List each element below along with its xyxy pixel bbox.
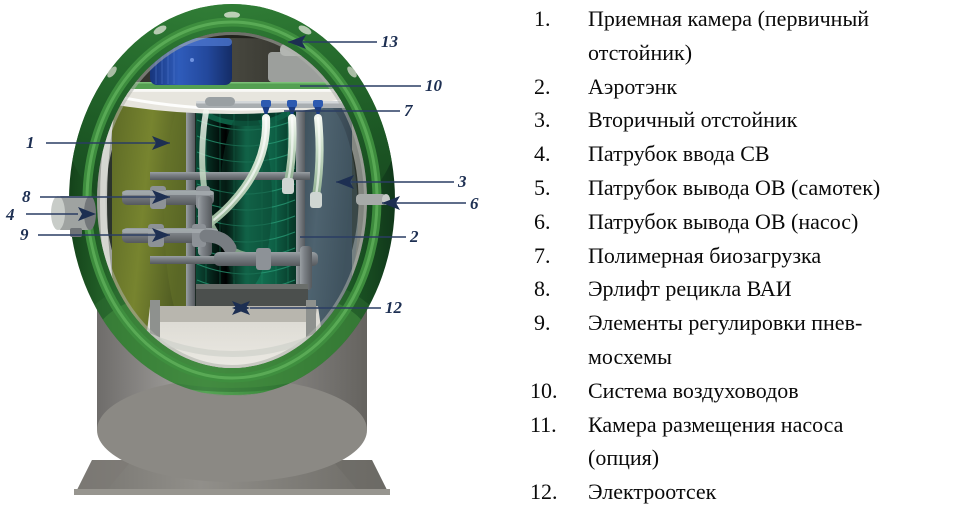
legend-item-7: 7. Полимерная биозагрузка [528,239,970,273]
legend-label: Патрубок вывода ОВ (насос) [588,208,859,234]
air-duct-system [196,97,352,118]
lower-crossover-pipe [214,246,318,290]
legend-list: 1. Приемная камера (первичный отстойник)… [528,0,970,508]
legend-number: 9. [534,310,551,336]
legend-label-line1: Камера размещения насоса [588,411,844,437]
callout-1: 1 [26,133,35,152]
legend-item-4: 4. Патрубок ввода СВ [528,137,970,171]
legend-label-line1: Приемная камера (первичный [588,6,869,31]
legend-label: Эрлифт рецикла ВАИ [588,276,792,302]
legend-number: 1. [534,6,551,31]
callout-2: 2 [410,227,419,246]
legend-number: 7. [534,242,551,268]
callout-8: 8 [22,187,31,206]
legend-item-12: 12. Электроотсек [528,475,970,509]
legend-number: 4. [534,141,551,167]
legend-item-2: 2. Аэротэнк [528,70,970,104]
legend-label: Патрубок вывода ОВ (самотек) [588,174,881,200]
legend-number: 8. [534,276,551,302]
legend-label-line2: (опция) [588,445,660,471]
legend-item-10: 10. Система воздуховодов [528,374,970,408]
legend-label-line2: мосхемы [588,343,672,369]
callout-6: 6 [470,194,479,213]
dome-bolt-marks [107,11,357,78]
legend-label: Патрубок ввода СВ [588,141,770,167]
tube-end-fittings [282,178,322,208]
callout-4: 4 [6,205,15,224]
legend-label: Камера размещения насоса (опция) [574,408,970,476]
callout-arrowheads [78,35,400,315]
legend-number: 3. [534,107,551,133]
pneumatic-valves [261,100,323,118]
legend-label: Вторичный отстойник [588,107,798,133]
legend-item-6: 6. Патрубок вывода ОВ (насос) [528,205,970,239]
legend-number: 11. [530,411,557,437]
legend-label: Система воздуховодов [588,377,799,403]
legend-number: 12. [530,479,558,505]
legend-label-line2: отстойник) [588,39,693,65]
legend-item-5: 5. Патрубок вывода ОВ (самотек) [528,171,970,205]
callout-13: 13 [381,32,398,51]
legend-label-line1: Элементы регулировки пнев- [588,310,863,336]
legend-label: Приемная камера (первичный отстойник) [574,2,970,70]
legend-label: Полимерная биозагрузка [588,242,822,268]
tank-interior [97,32,367,368]
legend-number: 5. [534,174,551,200]
legend-label: Аэротэнк [588,73,678,99]
legend-item-9: 9. Элементы регулировки пнев- мосхемы [528,306,970,374]
internal-frame [186,92,305,342]
callout-7: 7 [404,101,413,120]
legend-item-8: 8. Эрлифт рецикла ВАИ [528,272,970,306]
tank-cutaway-illustration [26,4,466,495]
callout-12: 12 [385,298,402,317]
legend-number: 6. [534,208,551,234]
legend-item-3: 3. Вторичный отстойник [528,103,970,137]
legend-label: Элементы регулировки пнев- мосхемы [574,306,970,374]
callout-3: 3 [458,172,467,191]
legend-number: 2. [534,73,551,99]
legend-item-1: 1. Приемная камера (первичный отстойник) [528,2,970,70]
callout-leaders [26,41,466,309]
callout-9: 9 [20,225,29,244]
legend-label: Электроотсек [588,479,717,505]
callout-10: 10 [425,76,442,95]
legend-item-11: 11. Камера размещения насоса (опция) [528,408,970,476]
legend-number: 10. [530,377,558,403]
